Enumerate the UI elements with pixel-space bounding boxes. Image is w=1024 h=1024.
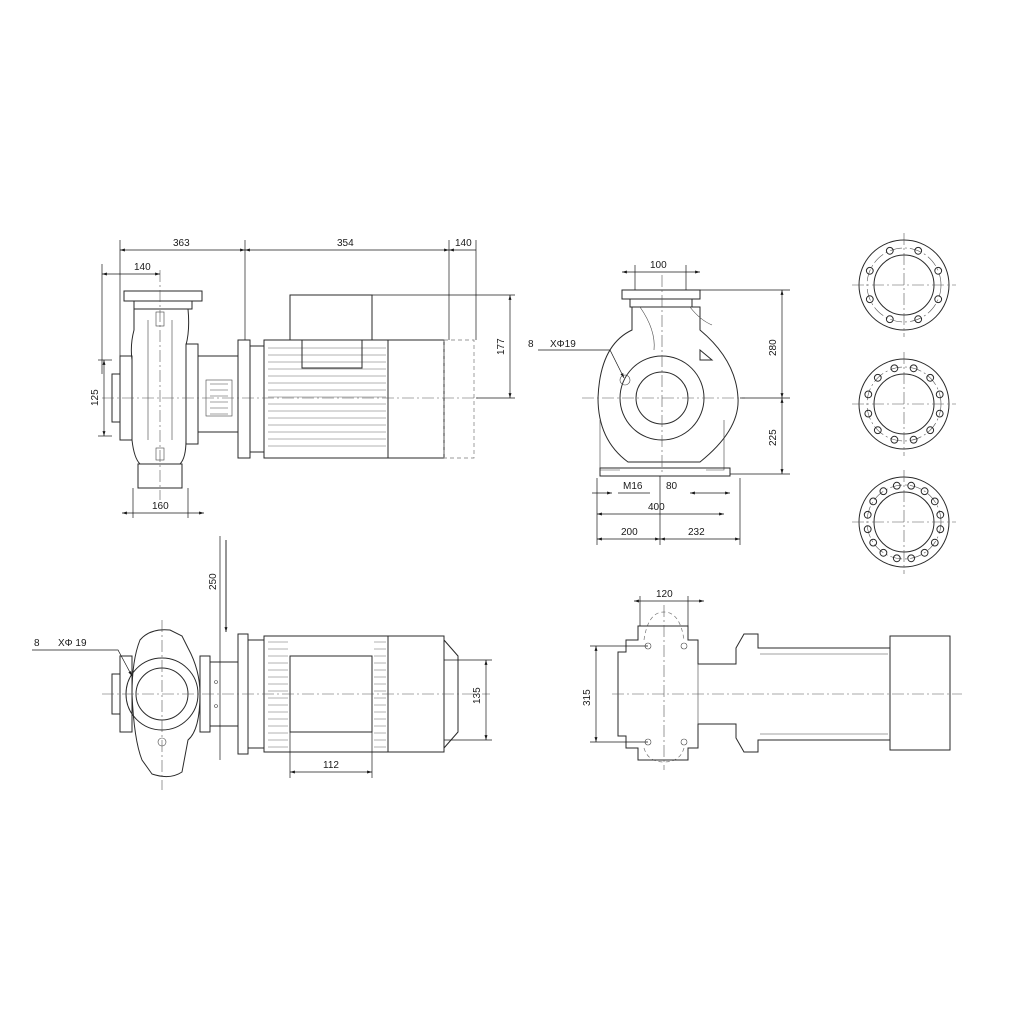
bolt-hole [873,373,882,382]
bolt-hole [935,390,944,399]
flange-patterns [852,233,956,574]
bolt-hole [914,246,923,255]
bolt-hole [936,525,945,534]
bolt-hole [914,315,923,324]
dim-200: 200 [621,527,638,538]
bolt-hole [890,364,899,373]
dim-400: 400 [648,502,665,513]
thread-m16: M16 [623,481,643,492]
bolt-hole [864,409,873,418]
fan-cover [387,339,445,459]
dim-125: 125 [90,389,101,406]
dim-120: 120 [656,589,673,600]
dim-160: 160 [152,501,169,512]
bolt-hole [865,266,874,275]
bolt-hole [863,525,872,534]
dim-100: 100 [650,260,667,271]
bolt-hole [864,390,873,399]
bolt-hole [873,426,882,435]
bolt-hole [909,435,918,444]
bolt-hole [936,510,945,519]
bolt-hole [930,538,939,547]
dim-225: 225 [768,429,779,446]
bolt-hole [890,435,899,444]
bolt-hole [934,295,943,304]
dim-250: 250 [208,573,219,590]
bolt-hole [930,497,939,506]
bolt-hole [885,315,894,324]
bolt-hole [907,481,916,490]
bolt-hole [926,426,935,435]
top-view: 250 8 XΦ 19 135 112 [32,536,492,790]
flange-pattern-1 [852,233,956,337]
bolt-hole [869,538,878,547]
dim-354: 354 [337,238,354,249]
base-outline [617,625,951,761]
bolt-hole [934,266,943,275]
bolt-hole [920,487,929,496]
terminal-box [289,294,373,341]
bolt-hole [869,497,878,506]
bolt-hole [879,487,888,496]
dim-140-right: 140 [455,238,472,249]
dim-280: 280 [768,339,779,356]
bolt-spec-top: XΦ 19 [58,638,87,649]
dim-177: 177 [496,338,507,355]
bolt-hole [892,554,901,563]
front-volute [597,306,739,463]
motor-body [263,339,389,459]
motor-flange [237,339,251,459]
top-volute [131,629,201,778]
discharge-flange [123,290,203,302]
bolt-count-front: 8 [528,339,534,350]
flange-pattern-2 [852,352,956,456]
dim-232: 232 [688,527,705,538]
bolt-hole [865,295,874,304]
bolt-hole [926,373,935,382]
bolt-hole [863,510,872,519]
bolt-count-top: 8 [34,638,40,649]
flange-pattern-3 [852,470,956,574]
base-view: 120 315 [582,589,962,770]
front-discharge-flange [621,289,701,300]
bolt-hole [920,548,929,557]
dim-135: 135 [472,687,483,704]
dim-363: 363 [173,238,190,249]
bolt-hole [885,246,894,255]
front-view: 100 280 225 8 XΦ19 M16 80 400 200 232 [528,260,790,545]
dim-315: 315 [582,689,593,706]
dim-140-left: 140 [134,262,151,273]
top-fan-cover [387,635,445,753]
bolt-hole [907,554,916,563]
bolt-hole [935,409,944,418]
bolt-hole [909,364,918,373]
bolt-hole [892,481,901,490]
bolt-hole [879,548,888,557]
dim-80: 80 [666,481,678,492]
dim-112: 112 [323,760,339,771]
side-view: 363 354 140 140 177 125 160 [90,238,515,518]
pump-foot [137,463,183,489]
bolt-spec-front: XΦ19 [550,339,576,350]
